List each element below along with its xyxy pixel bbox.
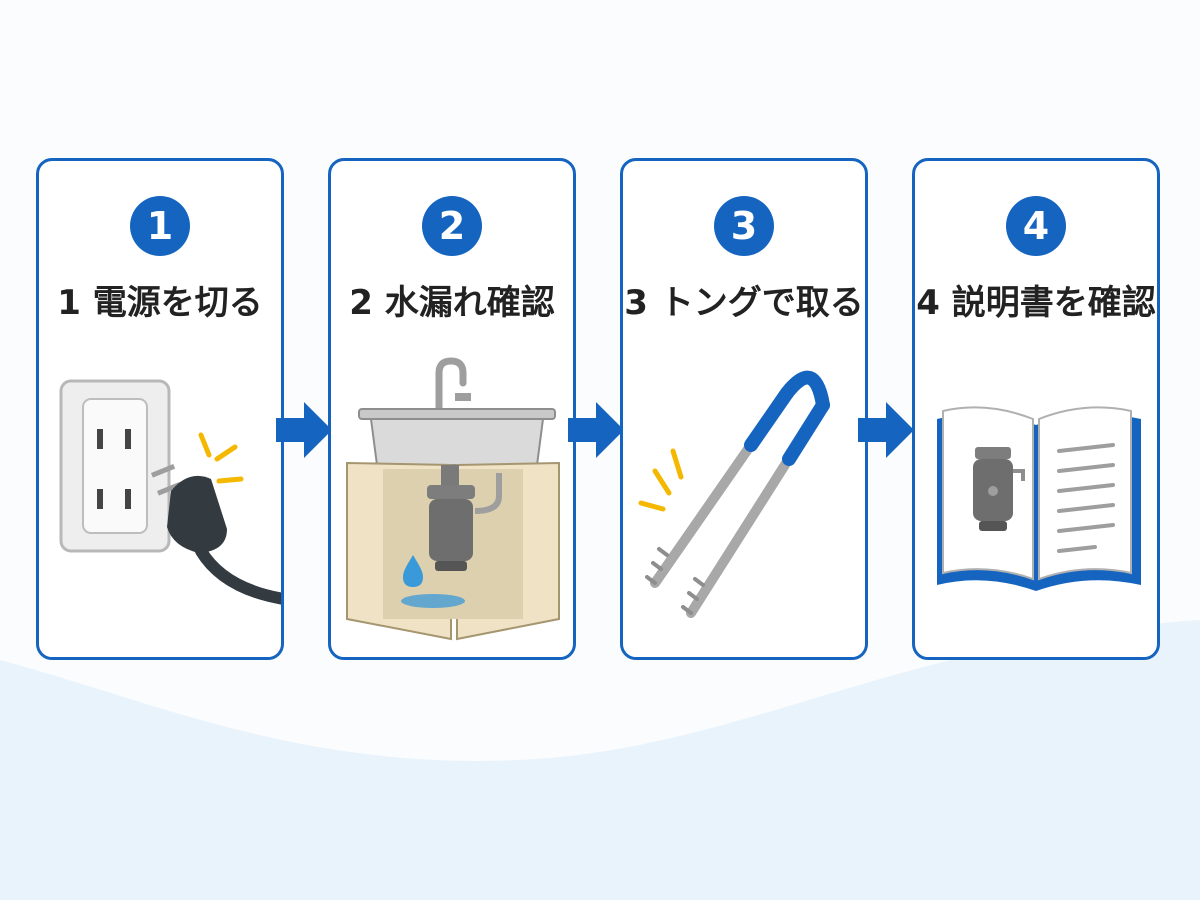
step-title: 3 トングで取る (624, 283, 864, 323)
manual-book-icon (937, 406, 1141, 591)
step-card-4: 4 4 説明書を確認 (912, 158, 1160, 660)
arrow-right-icon (858, 402, 914, 458)
step-number-badge: 3 (714, 196, 774, 256)
sink-disposer-leak-icon (346, 357, 560, 641)
step-number-badge: 2 (422, 196, 482, 256)
step-card-1: 1 1 電源を切る (36, 158, 284, 660)
tongs-icon (638, 370, 830, 618)
unplug-outlet-icon (59, 379, 281, 605)
step-title: 4 説明書を確認 (916, 283, 1156, 323)
arrow-right-icon (568, 402, 624, 458)
step-title: 1 電源を切る (57, 283, 263, 323)
arrow-right-icon (276, 402, 332, 458)
step-card-3: 3 3 トングで取る (620, 158, 868, 660)
step-number-badge: 4 (1006, 196, 1066, 256)
step-title: 2 水漏れ確認 (349, 283, 555, 323)
step-card-2: 2 2 水漏れ確認 (328, 158, 576, 660)
step-number-badge: 1 (130, 196, 190, 256)
